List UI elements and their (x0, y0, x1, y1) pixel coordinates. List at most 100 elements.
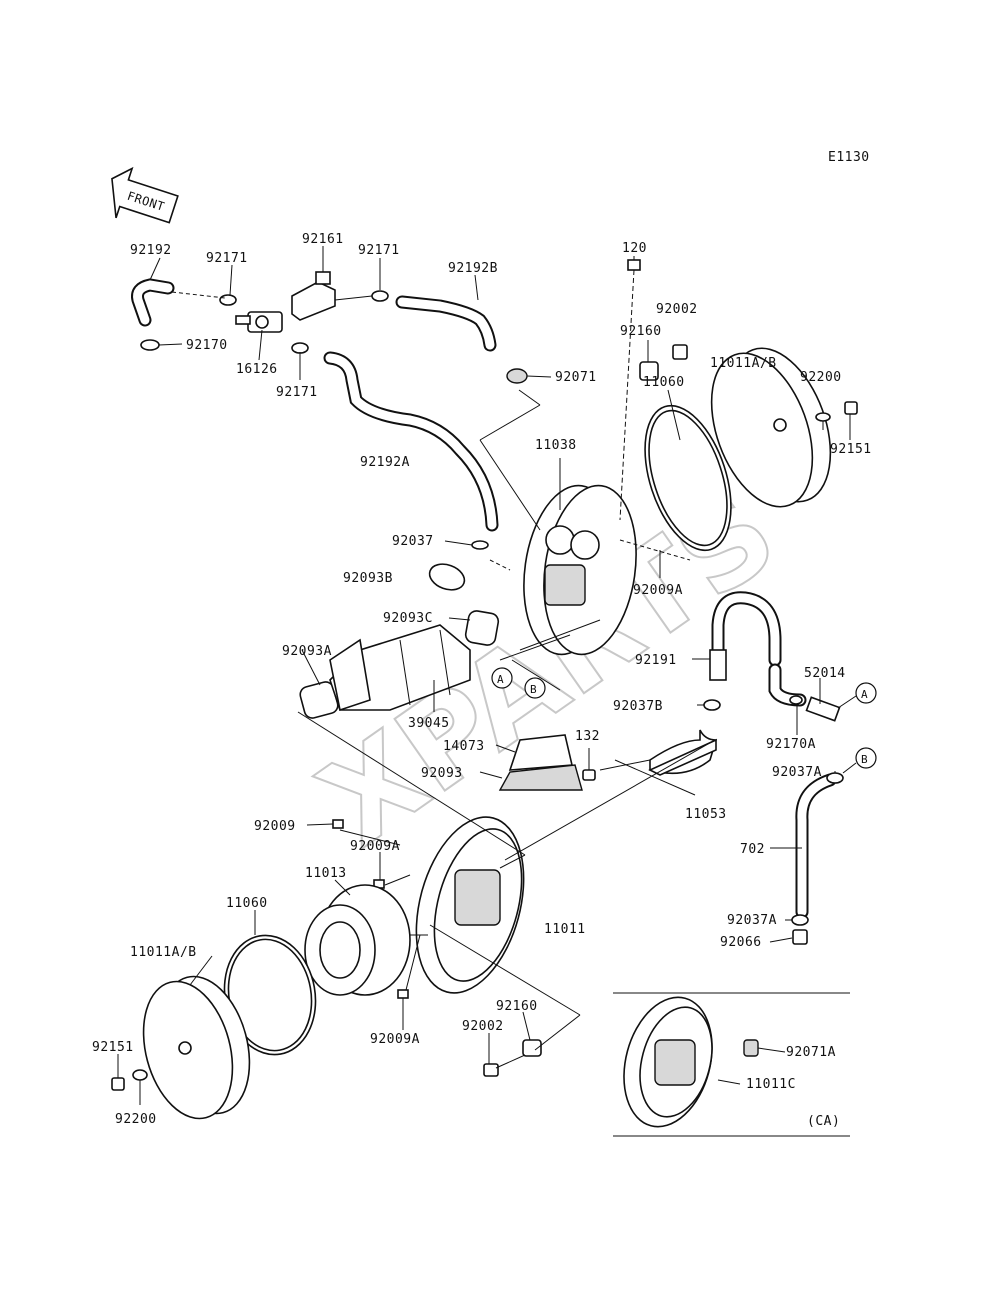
label-92151-lower: 92151 (92, 1040, 134, 1055)
bolt-92151-lower (111, 1077, 125, 1091)
funnel-14073 (498, 734, 583, 791)
label-92071: 92071 (555, 370, 597, 385)
label-16126: 16126 (236, 362, 278, 377)
label-11038: 11038 (535, 438, 577, 453)
grommet-92071a (743, 1039, 759, 1057)
label-92200-lower: 92200 (115, 1112, 157, 1127)
label-92192: 92192 (130, 243, 172, 258)
spacer-92160-lower (522, 1039, 542, 1057)
label-92171-b: 92171 (358, 243, 400, 258)
filter-11013 (304, 884, 411, 996)
washer-92200-upper (815, 412, 831, 422)
label-92093a: 92093A (282, 644, 332, 659)
bolt-132 (582, 769, 596, 781)
callout-a-right: A (855, 682, 877, 704)
bolt-120 (619, 259, 641, 521)
hose-92192b (395, 295, 497, 352)
variant-label: (CA) (807, 1114, 840, 1129)
label-11011ab-lower: 11011A/B (130, 945, 197, 960)
label-52014: 52014 (804, 666, 846, 681)
callout-b-left-text: B (530, 683, 537, 696)
label-92009a-mid: 92009A (350, 839, 400, 854)
cover-11011ab-lower (142, 975, 251, 1120)
grommet-92071 (506, 368, 528, 384)
callout-b-right: B (855, 747, 877, 769)
label-92037b: 92037B (613, 699, 663, 714)
label-11011c: 11011C (746, 1077, 796, 1092)
label-92071a: 92071A (786, 1045, 836, 1060)
label-92066: 92066 (720, 935, 762, 950)
gasket-11060-upper (644, 404, 732, 552)
label-92192a: 92192A (360, 455, 410, 470)
callout-a-left-text: A (497, 673, 504, 686)
spacer-92160 (639, 361, 659, 381)
callout-b-right-text: B (861, 753, 868, 766)
label-92170: 92170 (186, 338, 228, 353)
label-92009: 92009 (254, 819, 296, 834)
clamp-92170a (789, 695, 803, 705)
housing-11011 (415, 816, 525, 994)
label-11011ab-upper: 11011A/B (710, 356, 777, 371)
label-92171-a: 92171 (206, 251, 248, 266)
cap-92066 (792, 929, 808, 945)
label-92093b: 92093B (343, 571, 393, 586)
bolt-92151-upper (844, 401, 858, 415)
label-92037: 92037 (392, 534, 434, 549)
screw-92009 (332, 819, 344, 829)
hose-92192 (131, 278, 175, 327)
callout-a-right-text: A (861, 688, 868, 701)
label-92037a-upper: 92037A (772, 765, 822, 780)
backplate-11038 (523, 484, 637, 656)
bolt-92002-lower (483, 1063, 499, 1077)
label-92171-c: 92171 (276, 385, 318, 400)
label-92160-lower: 92160 (496, 999, 538, 1014)
bolt-92002 (672, 344, 688, 360)
guide-lines (297, 389, 716, 1069)
label-92151-upper: 92151 (830, 442, 872, 457)
label-92002-lower: 92002 (462, 1019, 504, 1034)
label-92093c: 92093C (383, 611, 433, 626)
bracket-11053 (648, 729, 718, 776)
label-702: 702 (740, 842, 765, 857)
label-39045: 39045 (408, 716, 450, 731)
label-92170a: 92170A (766, 737, 816, 752)
housing-11011c (623, 996, 713, 1128)
gasket-92093c (464, 610, 500, 646)
leader-lines (117, 246, 851, 1105)
label-132: 132 (575, 729, 600, 744)
label-11053: 11053 (685, 807, 727, 822)
label-92191: 92191 (635, 653, 677, 668)
gasket-11060-lower (223, 934, 317, 1056)
label-11060-lower: 11060 (226, 896, 268, 911)
label-92009a-lower: 92009A (370, 1032, 420, 1047)
callout-a-left: A (491, 667, 513, 689)
label-92160: 92160 (620, 324, 662, 339)
clamp-92037a-upper (826, 772, 844, 784)
washer-92200-lower (132, 1069, 148, 1081)
label-92192b: 92192B (448, 261, 498, 276)
label-11060-upper: 11060 (643, 375, 685, 390)
label-11013: 11013 (305, 866, 347, 881)
screw-92009a-lower (397, 989, 409, 999)
bracket-92161 (291, 271, 336, 321)
label-92037a-lower: 92037A (727, 913, 777, 928)
label-11011: 11011 (544, 922, 586, 937)
label-92002: 92002 (656, 302, 698, 317)
hose-92191 (709, 591, 782, 681)
diagram-code: E1130 (828, 150, 870, 165)
label-92200-upper: 92200 (800, 370, 842, 385)
label-92093: 92093 (421, 766, 463, 781)
part-labels: 92192 92171 92161 92171 92192B 120 92002… (92, 232, 872, 1127)
label-14073: 14073 (443, 739, 485, 754)
cover-11011ab-upper (710, 347, 832, 508)
label-92161: 92161 (302, 232, 344, 247)
label-120: 120 (622, 241, 647, 256)
clamp-92037 (471, 540, 489, 550)
hose-92192a (323, 351, 499, 532)
duct-39045 (329, 624, 471, 712)
clamp-92037a-lower (791, 914, 809, 926)
clamp-92170 (140, 339, 160, 351)
hose-702 (795, 773, 837, 919)
callout-b-left: B (524, 677, 546, 699)
